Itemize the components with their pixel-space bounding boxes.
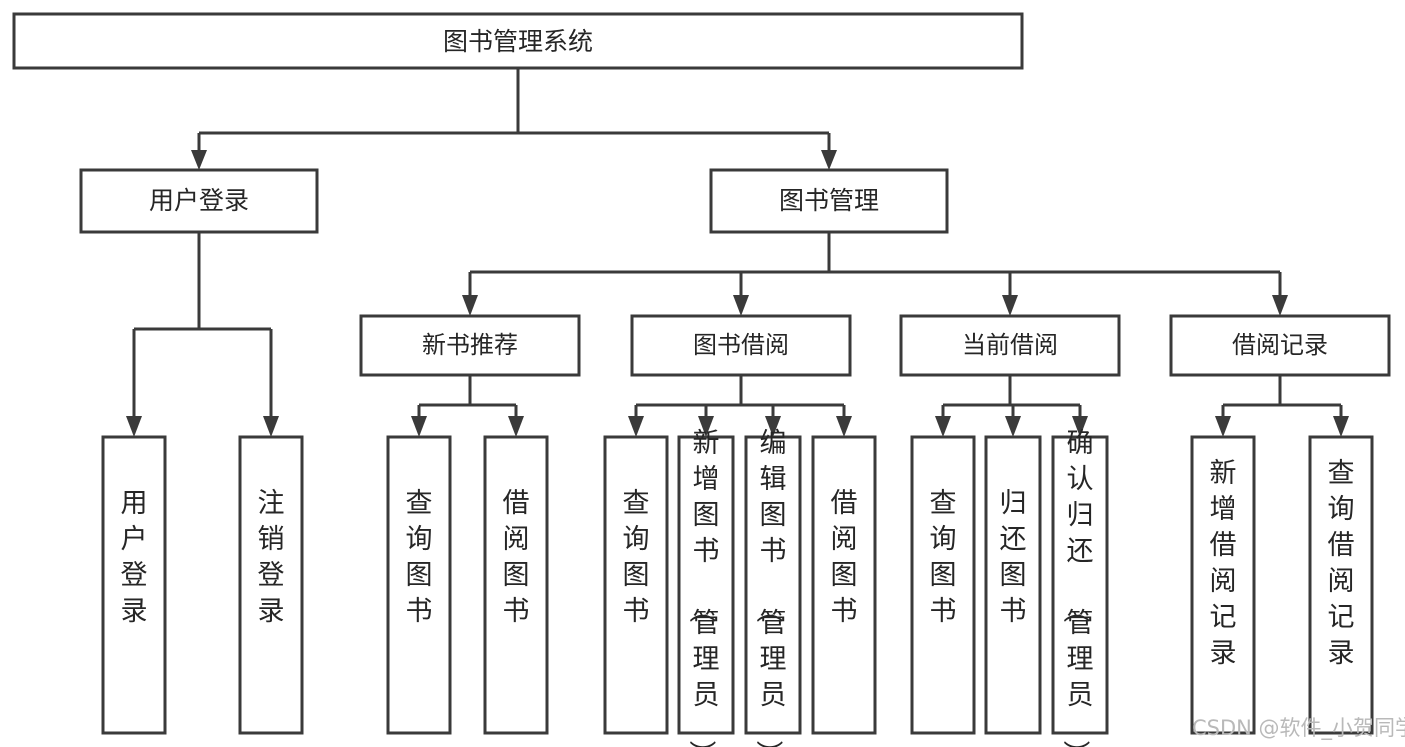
- edge-root-trunk: [199, 68, 829, 135]
- new-book-recommend-box[interactable]: [359, 314, 581, 377]
- node-borrow-record[interactable]: 借阅记录: [1169, 314, 1391, 377]
- leaf-query-book-1-label: 查询图书: [406, 488, 433, 627]
- arrowhead-leaf-confirm-return: [1072, 416, 1088, 437]
- arrowhead-current-borrow: [1002, 295, 1018, 316]
- arrowhead-leaf-logout: [263, 416, 279, 437]
- root-label: 图书管理系统: [443, 27, 593, 56]
- book-management-box[interactable]: [709, 168, 949, 234]
- node-leaf-borrow-book-2[interactable]: 借阅图书: [811, 435, 877, 735]
- leaf-query-book-1-box[interactable]: [386, 435, 452, 735]
- leaf-edit-book-box[interactable]: [744, 435, 802, 735]
- leaf-user-login-label: 用户登录: [121, 488, 148, 627]
- arrowhead-leaf-query-book-1: [411, 416, 427, 437]
- leaf-borrow-book-2-box[interactable]: [811, 435, 877, 735]
- arrowhead-borrow-record: [1272, 295, 1288, 316]
- leaf-return-book-label: 归还图书: [1000, 488, 1027, 627]
- node-book-borrow[interactable]: 图书借阅: [630, 314, 852, 377]
- leaf-return-book-box[interactable]: [984, 435, 1042, 735]
- edge-user-login-trunk: [134, 232, 271, 331]
- leaf-logout-label: 注销登录: [258, 488, 285, 627]
- user-login-box[interactable]: [79, 168, 319, 234]
- borrow-record-box[interactable]: [1169, 314, 1391, 377]
- node-leaf-add-book[interactable]: 新增图书（管理员）: [677, 428, 735, 747]
- leaf-add-record-label: 新增借阅记录: [1210, 458, 1237, 669]
- arrowhead-leaf-add-book: [698, 416, 714, 437]
- arrowhead-new-book-recommend: [462, 295, 478, 316]
- edge-current-borrow-trunk: [943, 375, 1080, 407]
- csdn-watermark: CSDN @软件_小贺同学: [1192, 716, 1405, 741]
- arrowhead-user-login: [191, 150, 207, 170]
- leaf-query-record-label: 查询借阅记录: [1328, 458, 1355, 669]
- leaf-confirm-return-box[interactable]: [1051, 435, 1109, 735]
- borrow-record-label: 借阅记录: [1232, 331, 1328, 359]
- root-box[interactable]: [12, 12, 1024, 70]
- book-management-label: 图书管理: [779, 186, 879, 215]
- leaf-query-book-3-box[interactable]: [910, 435, 976, 735]
- node-leaf-add-record[interactable]: 新增借阅记录: [1190, 435, 1256, 735]
- arrowhead-book-borrow: [733, 295, 749, 316]
- leaf-add-record-box[interactable]: [1190, 435, 1256, 735]
- node-leaf-query-book-3[interactable]: 查询图书: [910, 435, 976, 735]
- node-leaf-return-book[interactable]: 归还图书: [984, 435, 1042, 735]
- node-leaf-edit-book[interactable]: 编辑图书（管理员）: [744, 428, 802, 747]
- new-book-recommend-label: 新书推荐: [422, 331, 518, 359]
- edges-group: [126, 68, 1349, 437]
- leaf-borrow-book-2-label: 借阅图书: [831, 488, 858, 627]
- current-borrow-label: 当前借阅: [962, 331, 1058, 359]
- leaf-query-book-2-box[interactable]: [603, 435, 669, 735]
- node-leaf-logout[interactable]: 注销登录: [238, 435, 304, 735]
- arrowhead-leaf-borrow-book-2: [836, 416, 852, 437]
- node-user-login[interactable]: 用户登录: [79, 168, 319, 234]
- leaf-query-record-box[interactable]: [1308, 435, 1374, 735]
- node-leaf-query-book-1[interactable]: 查询图书: [386, 435, 452, 735]
- leaf-borrow-book-1-box[interactable]: [483, 435, 549, 735]
- book-borrow-box[interactable]: [630, 314, 852, 377]
- user-login-label: 用户登录: [149, 186, 249, 215]
- book-borrow-label: 图书借阅: [693, 331, 789, 359]
- current-borrow-box[interactable]: [899, 314, 1121, 377]
- leaf-query-book-3-label: 查询图书: [930, 488, 957, 627]
- leaf-nodes-group: 用户登录 注销登录 查询图书 借阅图书 查询图书 新增图书（管理员） 编辑图书（…: [101, 428, 1374, 747]
- leaf-logout-box[interactable]: [238, 435, 304, 735]
- node-current-borrow[interactable]: 当前借阅: [899, 314, 1121, 377]
- arrowhead-leaf-query-book-2: [628, 416, 644, 437]
- edge-book-borrow-trunk: [636, 375, 844, 407]
- node-leaf-user-login[interactable]: 用户登录: [101, 435, 167, 735]
- arrowhead-leaf-query-record: [1333, 416, 1349, 437]
- edge-borrow-record-trunk: [1223, 375, 1341, 407]
- node-leaf-query-book-2[interactable]: 查询图书: [603, 435, 669, 735]
- arrowhead-leaf-add-record: [1215, 416, 1231, 437]
- leaf-user-login-box[interactable]: [101, 435, 167, 735]
- node-leaf-borrow-book-1[interactable]: 借阅图书: [483, 435, 549, 735]
- leaf-confirm-return-label: 确认归还（管理员）: [1060, 428, 1094, 747]
- node-leaf-query-record[interactable]: 查询借阅记录: [1308, 435, 1374, 735]
- arrowhead-leaf-return-book: [1005, 416, 1021, 437]
- node-book-management[interactable]: 图书管理: [709, 168, 949, 234]
- edge-book-management-trunk: [470, 232, 1280, 274]
- edge-new-book-trunk: [419, 375, 516, 407]
- arrowhead-book-management: [821, 150, 837, 170]
- node-root[interactable]: 图书管理系统: [12, 12, 1024, 70]
- leaf-borrow-book-1-label: 借阅图书: [503, 488, 530, 627]
- arrowhead-leaf-edit-book: [765, 416, 781, 437]
- arrowhead-leaf-user-login: [126, 416, 142, 437]
- node-new-book-recommend[interactable]: 新书推荐: [359, 314, 581, 377]
- arrowhead-leaf-borrow-book-1: [508, 416, 524, 437]
- leaf-add-book-box[interactable]: [677, 435, 735, 735]
- node-leaf-confirm-return[interactable]: 确认归还（管理员）: [1051, 428, 1109, 747]
- arrowhead-leaf-query-book-3: [935, 416, 951, 437]
- leaf-query-book-2-label: 查询图书: [623, 488, 650, 627]
- leaf-edit-book-label: 编辑图书（管理员）: [753, 428, 787, 747]
- leaf-add-book-label: 新增图书（管理员）: [686, 428, 720, 747]
